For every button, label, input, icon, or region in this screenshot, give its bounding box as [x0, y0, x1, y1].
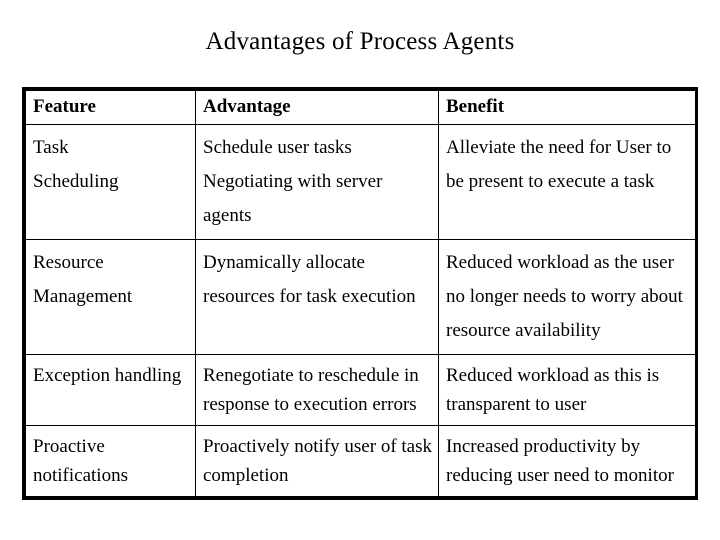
table-row: Proactive notifications Proactively noti…: [25, 425, 696, 497]
cell-line: Task: [33, 137, 69, 158]
table-header: Feature Advantage Benefit: [25, 90, 696, 125]
cell-line: Renegotiate to reschedule in response to…: [203, 365, 419, 415]
cell-benefit: Increased productivity by reducing user …: [438, 425, 696, 497]
cell-feature: Exception handling: [25, 354, 196, 426]
table-row: Exception handling Renegotiate to resche…: [25, 354, 696, 426]
cell-line: Reduced workload as the user no longer n…: [446, 252, 683, 341]
cell-feature: Task Scheduling: [25, 124, 196, 240]
cell-feature: Proactive notifications: [25, 425, 196, 497]
cell-line: Management: [33, 286, 133, 307]
cell-line: Schedule user tasks: [203, 137, 352, 158]
cell-line: Reduced workload as this is transparent …: [446, 365, 660, 415]
cell-line: Scheduling: [33, 171, 119, 192]
table-row: Task Scheduling Schedule user tasks Nego…: [25, 124, 696, 240]
cell-line: Increased productivity by reducing user …: [446, 436, 674, 486]
advantages-table-container: Feature Advantage Benefit Task Schedulin…: [22, 87, 698, 500]
page-title: Advantages of Process Agents: [205, 28, 515, 55]
advantages-table: Feature Advantage Benefit Task Schedulin…: [25, 90, 696, 497]
cell-advantage: Dynamically allocate resources for task …: [195, 239, 439, 355]
cell-benefit: Reduced workload as this is transparent …: [438, 354, 696, 426]
cell-advantage: Renegotiate to reschedule in response to…: [195, 354, 439, 426]
cell-line: Proactively notify user of task completi…: [203, 436, 433, 486]
cell-line: Alleviate the need for User to be presen…: [446, 137, 672, 192]
cell-advantage: Schedule user tasks Negotiating with ser…: [195, 124, 439, 240]
cell-line: Negotiating with server agents: [203, 171, 383, 226]
column-header-advantage: Advantage: [195, 90, 439, 125]
cell-feature: Resource Management: [25, 239, 196, 355]
cell-benefit: Alleviate the need for User to be presen…: [438, 124, 696, 240]
cell-line: Exception handling: [33, 365, 182, 386]
cell-benefit: Reduced workload as the user no longer n…: [438, 239, 696, 355]
cell-line: Resource: [33, 252, 104, 273]
column-header-feature: Feature: [25, 90, 196, 125]
table-row: Resource Management Dynamically allocate…: [25, 239, 696, 355]
table-body: Task Scheduling Schedule user tasks Nego…: [25, 124, 696, 497]
table-header-row: Feature Advantage Benefit: [25, 90, 696, 125]
cell-line: Proactive notifications: [33, 436, 128, 486]
cell-advantage: Proactively notify user of task completi…: [195, 425, 439, 497]
cell-line: Dynamically allocate resources for task …: [203, 252, 416, 307]
column-header-benefit: Benefit: [438, 90, 696, 125]
